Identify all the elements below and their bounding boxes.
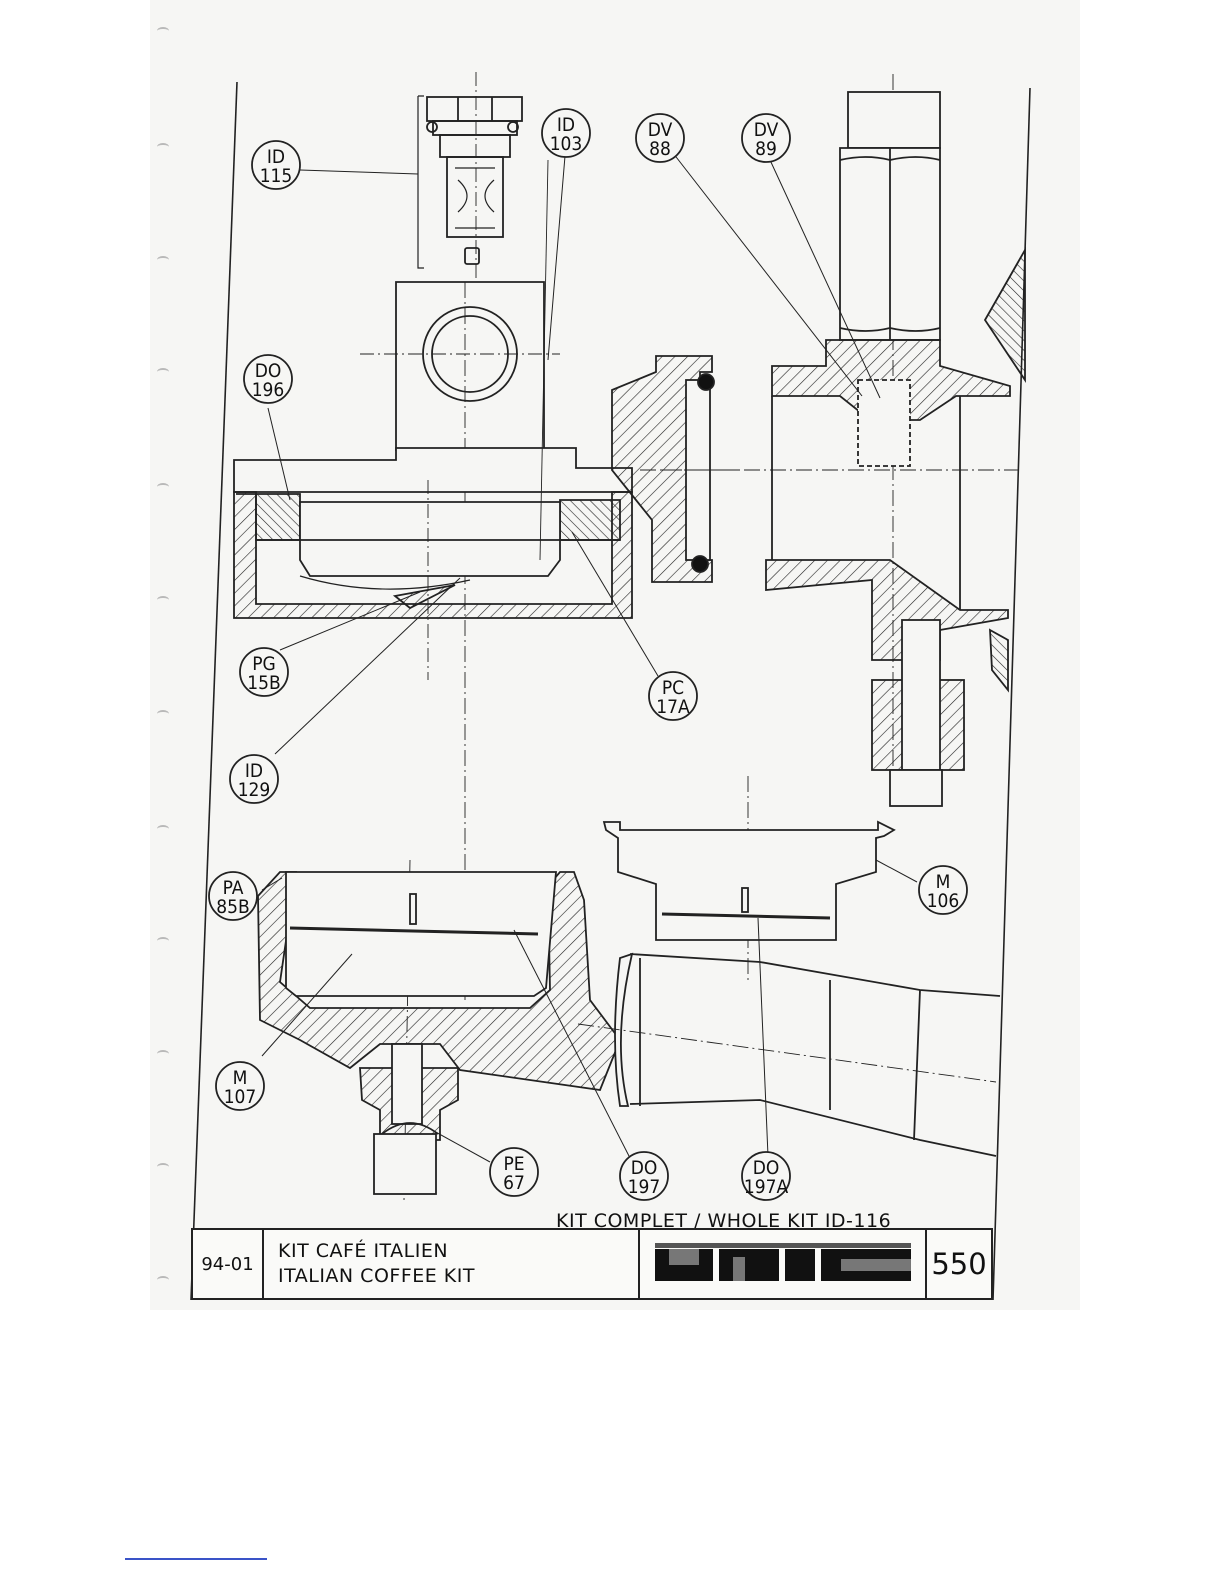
callout-label: 89	[755, 138, 777, 160]
filter-basket-m106	[604, 776, 894, 980]
callout-label: 115	[260, 165, 293, 187]
page-number: 550	[927, 1230, 991, 1298]
callout-label: 85B	[216, 896, 249, 918]
date-code: 94-01	[193, 1230, 264, 1298]
title-french: KIT CAFÉ ITALIEN	[278, 1239, 638, 1264]
callout-label: 103	[550, 133, 583, 155]
callout-label: 15B	[247, 672, 280, 694]
title-cell: KIT CAFÉ ITALIEN ITALIAN COFFEE KIT	[264, 1230, 640, 1298]
title-block: 94-01 KIT CAFÉ ITALIEN ITALIAN COFFEE KI…	[191, 1228, 993, 1300]
callout-label: 106	[927, 890, 960, 912]
callout-label: 196	[252, 379, 285, 401]
logo-mark	[655, 1243, 911, 1285]
callout-label: 129	[238, 779, 271, 801]
callout-label: 67	[503, 1172, 525, 1194]
callout-label: 17A	[656, 696, 690, 718]
title-english: ITALIAN COFFEE KIT	[278, 1264, 638, 1289]
callout-label: 197	[628, 1176, 661, 1198]
portafilter-assembly	[258, 860, 1000, 1200]
valve-screw-assembly	[418, 72, 522, 280]
callout-label: 197A	[744, 1176, 789, 1198]
callout-label: 88	[649, 138, 671, 160]
callout-label: 107	[224, 1086, 257, 1108]
unic-logo	[640, 1230, 927, 1298]
bottom-rule	[125, 1558, 267, 1560]
